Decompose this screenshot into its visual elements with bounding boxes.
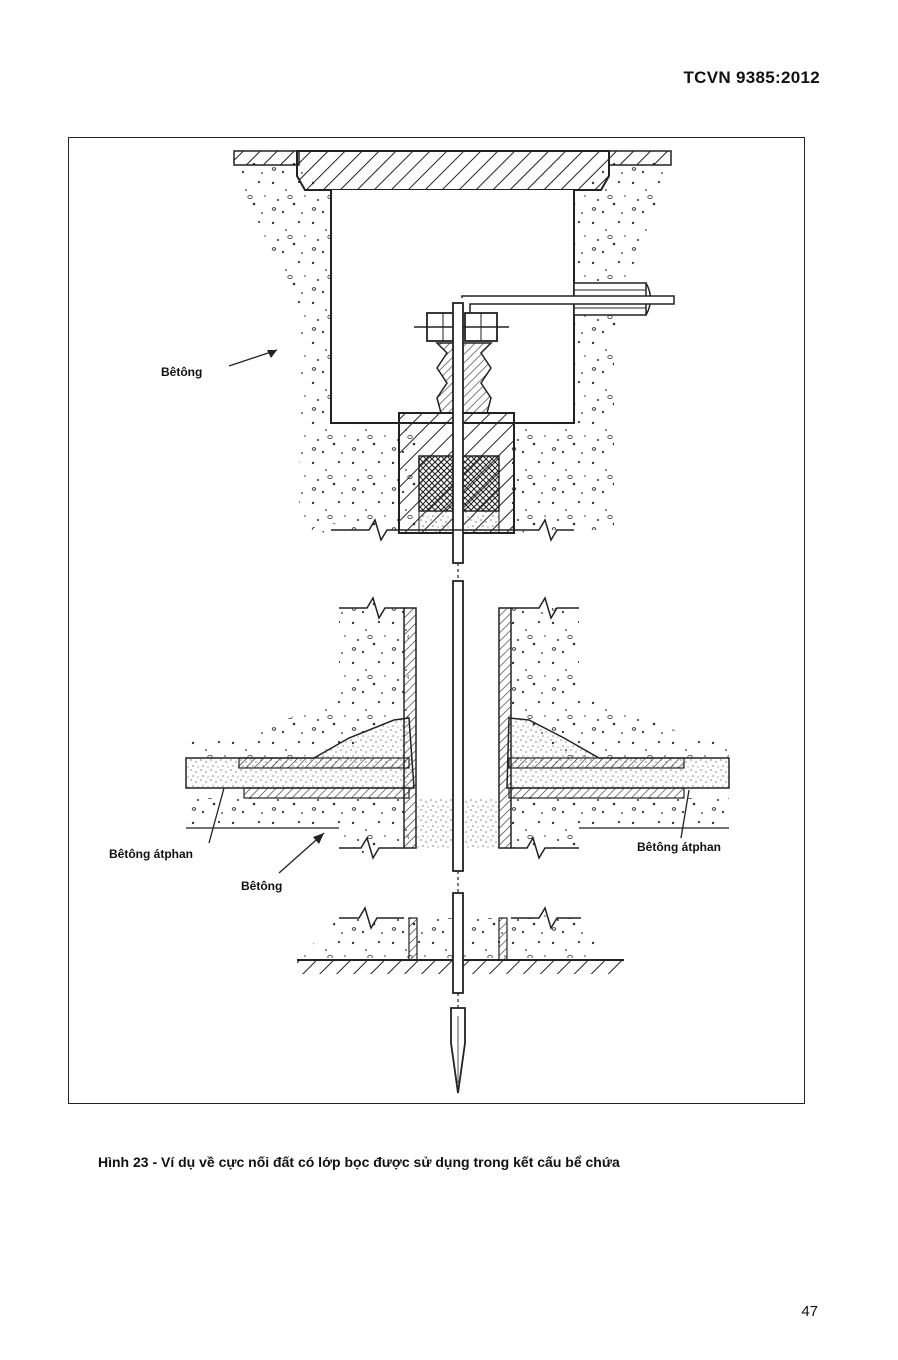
concrete-left-top [239,163,419,533]
standard-code: TCVN 9385:2012 [683,68,820,87]
label-asphalt-left: Bêtông átphan [109,847,193,861]
figure-caption: Hình 23 - Ví dụ về cực nối đất có lớp bọ… [98,1154,620,1170]
label-concrete-top: Bêtông [161,365,202,379]
figure-frame: Bêtông [68,137,805,1104]
break-line-1 [331,518,489,542]
sleeve-wall-right [498,607,512,849]
concrete-right-top [509,163,667,533]
cover-plate [296,150,610,191]
top-section: Bêtông [161,150,675,564]
membrane-left-upper [238,757,410,769]
page-number: 47 [801,1303,818,1320]
membrane-left-lower [243,787,410,799]
concrete-middle-upper-right [509,598,729,758]
lower-section [297,892,624,1094]
label-concrete-middle: Bêtông [241,879,282,893]
label-asphalt-right: Bêtông átphan [637,840,721,854]
concrete-lower [299,908,604,958]
membrane-right-lower [508,787,685,799]
slab-left [233,150,300,166]
ground-rod-lower [452,892,464,994]
conductor [461,295,675,313]
grounding-electrode-drawing: Bêtông [109,150,730,1094]
ground-rod-upper [452,302,464,564]
slab-right [608,150,672,166]
ground-rod-middle [452,580,464,872]
middle-section: Bêtông átphan Bêtông átphan Bêtông [109,580,730,893]
sleeve-wall-left [403,607,417,849]
concrete-middle-upper [186,598,409,758]
membrane-right-upper [508,757,685,769]
